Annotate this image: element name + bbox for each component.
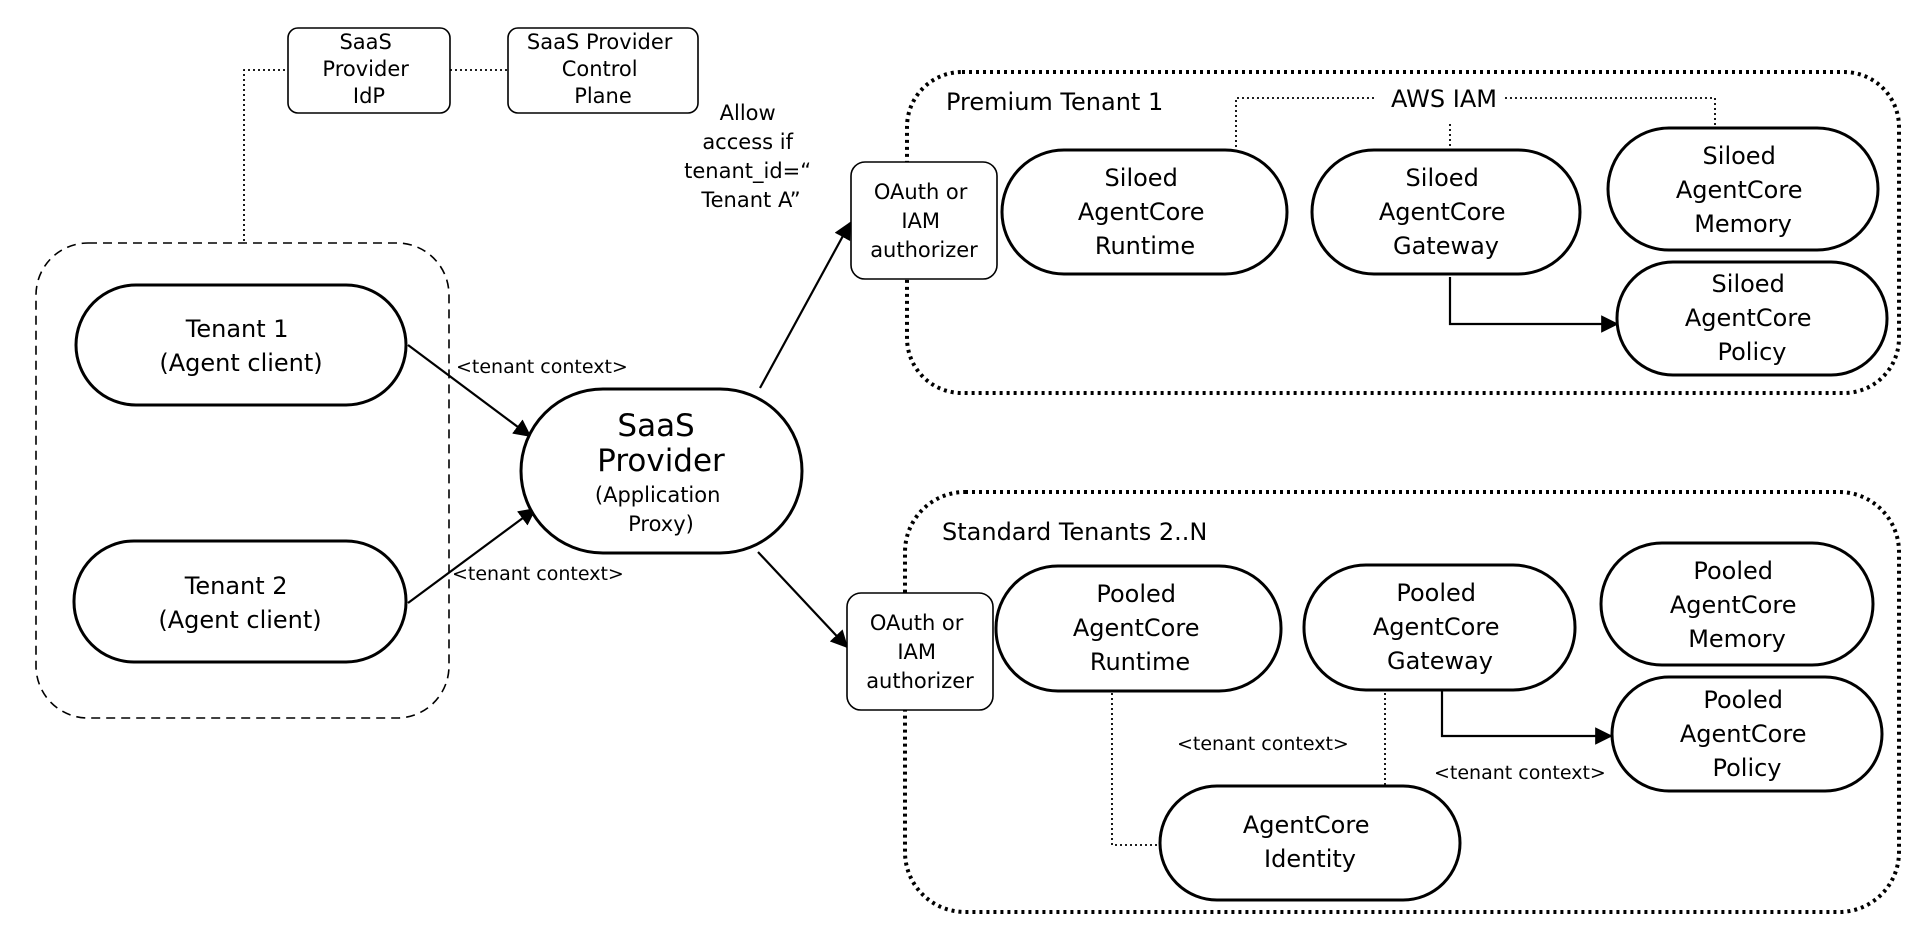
pooled-gateway-to-policy-arrow xyxy=(1440,689,1613,745)
agentcore-identity-label: AgentCore Identity xyxy=(1243,811,1377,873)
saas-to-premium-authorizer-arrow xyxy=(759,221,851,389)
saas-provider-control-plane-label: SaaS Provider Control Plane xyxy=(527,30,679,108)
tenant-context-label-4: <tenant context> xyxy=(1434,762,1606,784)
siloed-memory-node xyxy=(1606,126,1880,252)
tenant2-to-saas-arrow xyxy=(407,507,537,604)
saas-provider-proxy-subtitle: (Application Proxy) xyxy=(595,483,727,536)
tenant1-node xyxy=(74,283,408,407)
pooled-gateway-node xyxy=(1302,563,1577,692)
siloed-gateway-label: Siloed AgentCore Gateway xyxy=(1379,164,1513,260)
standard-authorizer-label: OAuth or IAM authorizer xyxy=(866,611,974,693)
tenant2-label: Tenant 2 (Agent client) xyxy=(158,572,321,634)
siloed-memory-label: Siloed AgentCore Memory xyxy=(1676,142,1810,238)
siloed-gateway-node xyxy=(1310,148,1582,276)
siloed-policy-node xyxy=(1615,260,1889,377)
standard-authorizer-box xyxy=(846,592,994,711)
pooled-runtime-identity-link xyxy=(1111,693,1160,846)
aws-iam-memory-link xyxy=(1505,97,1716,128)
siloed-gateway-to-policy-arrow xyxy=(1448,277,1619,333)
agentcore-identity-node xyxy=(1158,784,1462,902)
saas-provider-idp-box xyxy=(287,27,451,114)
aws-iam-label-bg xyxy=(1380,84,1504,114)
pooled-runtime-node xyxy=(994,564,1283,693)
saas-provider-proxy-node xyxy=(519,387,804,555)
aws-iam-label: AWS IAM xyxy=(1391,85,1497,113)
clients-group xyxy=(35,242,450,719)
aws-iam-runtime-link xyxy=(1235,97,1375,152)
pooled-gateway-label: Pooled AgentCore Gateway xyxy=(1373,579,1507,675)
pooled-memory-label: Pooled AgentCore Memory xyxy=(1670,557,1804,653)
siloed-runtime-node xyxy=(1000,148,1289,276)
saas-to-standard-authorizer-arrow xyxy=(757,551,849,649)
premium-authorizer-box xyxy=(850,161,998,280)
tenant-context-label-3: <tenant context> xyxy=(1177,733,1349,755)
saas-provider-idp-label: SaaS Provider IdP xyxy=(322,30,415,108)
pooled-policy-node xyxy=(1610,675,1884,793)
siloed-policy-label: Siloed AgentCore Policy xyxy=(1685,270,1819,366)
allow-access-note: Allow access if tenant_id=“ Tenant A” xyxy=(684,101,818,212)
premium-group-label: Premium Tenant 1 xyxy=(946,88,1163,116)
siloed-runtime-label: Siloed AgentCore Runtime xyxy=(1078,164,1212,260)
standard-group-label: Standard Tenants 2..N xyxy=(942,518,1207,546)
tenant1-to-saas-arrow xyxy=(407,344,532,438)
pooled-policy-label: Pooled AgentCore Policy xyxy=(1680,686,1814,782)
saas-provider-control-plane-box xyxy=(507,27,699,114)
premium-authorizer-label: OAuth or IAM authorizer xyxy=(870,180,978,262)
tenant-context-label-2: <tenant context> xyxy=(452,563,624,585)
pooled-runtime-label: Pooled AgentCore Runtime xyxy=(1073,580,1207,676)
tenant2-node xyxy=(72,539,408,664)
saas-provider-proxy-title: SaaS Provider xyxy=(597,408,725,479)
idp-to-clients-link xyxy=(243,69,288,241)
tenant1-label: Tenant 1 (Agent client) xyxy=(159,315,322,377)
tenant-context-label-1: <tenant context> xyxy=(456,356,628,378)
pooled-memory-node xyxy=(1599,541,1875,667)
